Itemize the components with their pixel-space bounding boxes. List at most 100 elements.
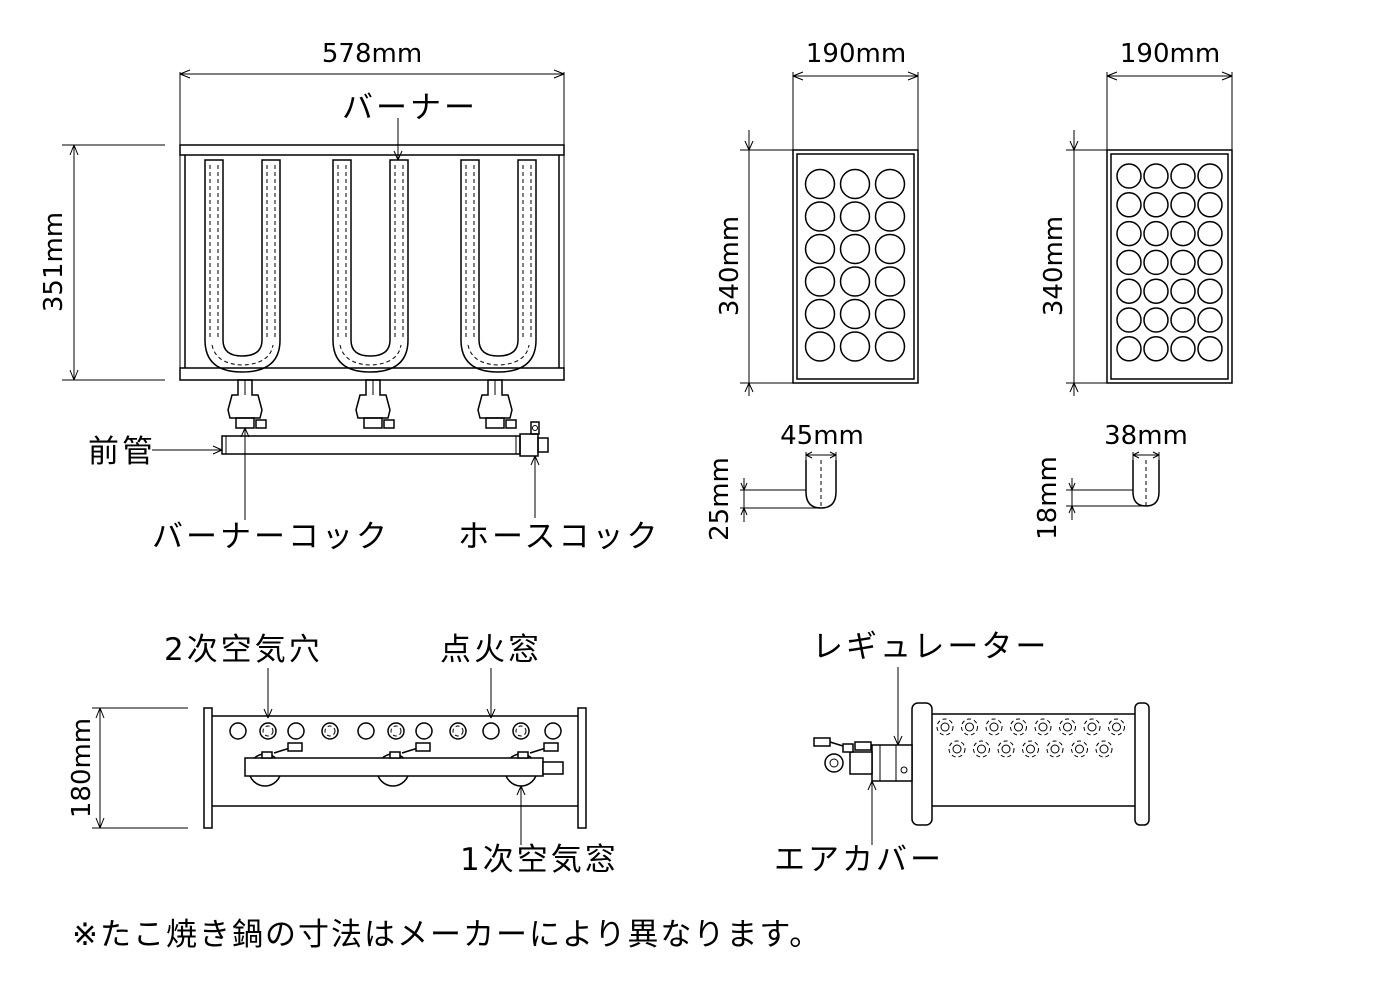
label-burner-cock: バーナーコック <box>152 519 390 555</box>
front-air-hole <box>357 722 375 740</box>
side-air-hole <box>1059 718 1076 736</box>
plate-b-hole <box>1197 336 1223 362</box>
plate-b-hole <box>1116 163 1142 189</box>
plate-a-hole <box>874 233 906 265</box>
side-air-hole <box>1108 718 1125 736</box>
label-secondary-air-hole: 2次空気穴 <box>164 632 323 668</box>
plate-b-hole <box>1143 192 1169 218</box>
dim-hole-a-depth: 25mm <box>705 457 735 541</box>
plate-a-hole <box>839 266 871 297</box>
label-air-cover: エアカバー <box>774 842 944 878</box>
side-air-holes <box>936 718 1125 758</box>
plate-b-hole <box>1143 307 1169 333</box>
front-air-hole <box>544 722 562 740</box>
plate-b-hole <box>1170 336 1196 362</box>
dim-plate-a-length: 340mm <box>715 216 745 316</box>
front-air-hole-inner <box>390 725 402 737</box>
burner-cocks <box>227 379 517 429</box>
plate-b: 190mm 340mm 38mm 18mm <box>1033 39 1233 540</box>
front-air-hole <box>512 722 530 740</box>
plate-b-hole <box>1170 163 1196 189</box>
plate-b-hole <box>1116 278 1142 304</box>
side-air-hole <box>1046 740 1064 758</box>
plate-b-hole <box>1170 220 1196 247</box>
side-air-hole-inner <box>989 722 999 732</box>
plate-b-hole <box>1116 220 1142 247</box>
dim-hole-a-diameter: 45mm <box>780 421 864 451</box>
side-air-hole <box>936 718 954 736</box>
plate-a-hole <box>839 233 871 265</box>
plate-b-hole <box>1170 307 1196 333</box>
front-air-hole-inner <box>324 725 336 737</box>
front-air-hole-inner <box>262 725 274 737</box>
front-view: 180mm 2次空気穴 点火窓 <box>67 632 619 878</box>
front-cocks <box>261 742 559 759</box>
side-air-hole-inner <box>965 722 974 732</box>
plate-a-hole <box>874 168 906 200</box>
dim-front-depth: 351mm <box>39 212 69 312</box>
label-regulator: レギュレーター <box>812 629 1049 665</box>
front-air-hole <box>482 722 500 740</box>
plate-b-hole <box>1197 220 1223 247</box>
plate-a: 190mm 340mm 45mm 25mm <box>705 39 919 541</box>
plate-b-holes <box>1116 163 1223 362</box>
side-air-hole-inner <box>1075 744 1084 754</box>
plate-b-hole <box>1170 278 1196 304</box>
side-air-hole-inner <box>940 722 950 732</box>
front-air-hole <box>415 722 433 740</box>
side-air-hole <box>973 740 990 758</box>
plate-a-hole <box>804 298 836 330</box>
dim-side-height: 180mm <box>67 718 97 818</box>
dim-plate-b-length: 340mm <box>1039 216 1069 316</box>
side-air-hole-inner <box>1014 722 1023 732</box>
plate-a-hole <box>874 266 906 297</box>
dim-plate-a-width: 190mm <box>806 39 906 69</box>
side-air-hole <box>1034 718 1052 736</box>
plate-a-hole <box>874 331 906 362</box>
plate-a-hole <box>874 201 906 232</box>
side-air-hole-inner <box>1038 722 1048 732</box>
plate-b-hole <box>1170 192 1196 218</box>
side-air-hole <box>997 740 1015 758</box>
side-air-hole <box>985 718 1003 736</box>
plate-a-hole <box>839 331 871 362</box>
label-ignition-window: 点火窓 <box>440 632 542 668</box>
plate-a-hole <box>839 201 871 232</box>
side-air-hole-inner <box>1112 722 1121 732</box>
plate-b-hole <box>1197 307 1223 333</box>
side-air-hole-inner <box>1001 744 1011 754</box>
plate-a-hole <box>804 201 836 232</box>
side-air-hole-inner <box>977 744 986 754</box>
side-air-hole-inner <box>1087 722 1097 732</box>
front-air-hole <box>321 722 339 740</box>
side-air-hole <box>1071 740 1088 758</box>
plate-b-hole <box>1143 249 1169 276</box>
plate-a-hole <box>804 168 836 200</box>
label-hose-cock: ホースコック <box>458 519 660 555</box>
plate-b-hole <box>1116 336 1142 362</box>
hose-cock <box>519 421 549 457</box>
dim-front-width: 578mm <box>322 39 422 69</box>
side-view: レギュレーター エアカバー <box>774 629 1150 878</box>
dim-hole-b-depth: 18mm <box>1033 456 1063 540</box>
side-air-hole-inner <box>1063 722 1072 732</box>
plate-a-hole <box>804 266 836 297</box>
plate-b-hole <box>1143 220 1169 247</box>
regulator-assembly <box>813 737 913 782</box>
front-pipe <box>221 435 521 455</box>
side-air-hole <box>1095 740 1113 758</box>
plate-b-hole <box>1197 163 1223 189</box>
side-air-hole <box>1083 718 1101 736</box>
plate-b-hole <box>1170 249 1196 276</box>
side-air-hole-inner <box>952 744 962 754</box>
side-air-hole <box>1022 740 1039 758</box>
plate-b-hole <box>1197 192 1223 218</box>
label-primary-air-window: 1次空気窓 <box>460 842 619 878</box>
plate-b-hole <box>1116 307 1142 333</box>
secondary-air-holes <box>229 722 562 740</box>
front-air-hole <box>287 722 305 740</box>
front-air-hole <box>387 722 405 740</box>
label-front-pipe: 前管 <box>88 434 156 470</box>
plate-b-hole <box>1143 163 1169 189</box>
